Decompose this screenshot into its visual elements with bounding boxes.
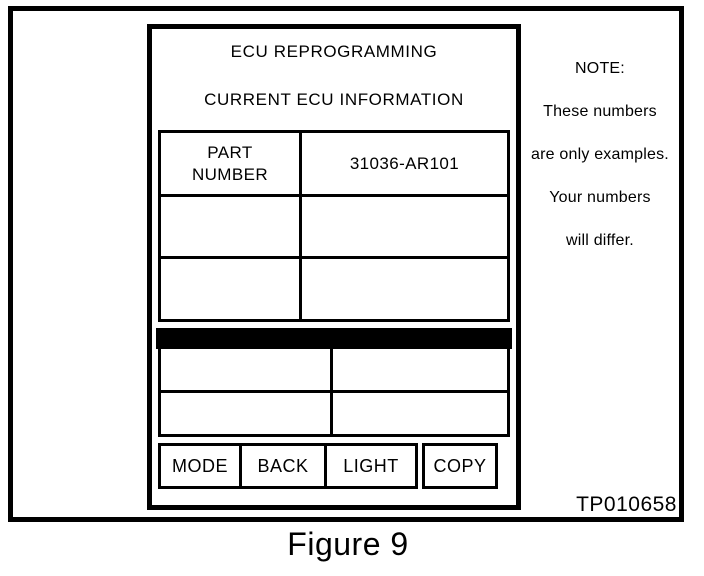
screen-button-row: MODE BACK LIGHT COPY <box>158 443 510 489</box>
figure-frame: ECU REPROGRAMMING CURRENT ECU INFORMATIO… <box>8 6 684 522</box>
note-line: These numbers <box>543 103 657 120</box>
note-line: will differ. <box>566 232 634 249</box>
ecu-reprogramming-screen: ECU REPROGRAMMING CURRENT ECU INFORMATIO… <box>147 24 521 510</box>
empty-cell <box>333 349 507 390</box>
note-heading: NOTE: <box>575 60 625 77</box>
empty-cell <box>161 393 333 434</box>
screen-subtitle: CURRENT ECU INFORMATION <box>204 90 464 109</box>
part-number-value-cell: 31036-AR101 <box>302 133 507 194</box>
table-row <box>161 259 507 319</box>
selection-highlight-bar <box>156 328 512 349</box>
copy-button[interactable]: COPY <box>422 443 498 489</box>
back-button[interactable]: BACK <box>239 443 327 489</box>
empty-cell <box>161 349 333 390</box>
part-number-value: 31036-AR101 <box>349 153 460 173</box>
part-number-label: PART NUMBER <box>191 143 269 184</box>
figure-reference-code: TP010658 <box>576 493 677 516</box>
table-row <box>161 393 507 434</box>
screen-title: ECU REPROGRAMMING <box>230 42 438 61</box>
part-number-label-cell: PART NUMBER <box>161 133 302 194</box>
note-block: NOTE: These numbers are only examples. Y… <box>521 47 679 262</box>
empty-cell <box>302 197 507 256</box>
table-row: PART NUMBER 31036-AR101 <box>161 133 507 197</box>
note-line: Your numbers <box>549 189 651 206</box>
empty-cell <box>333 393 507 434</box>
mode-button[interactable]: MODE <box>158 443 242 489</box>
ecu-info-table: PART NUMBER 31036-AR101 <box>158 130 510 322</box>
lower-info-table <box>158 349 510 437</box>
table-row <box>161 197 507 259</box>
empty-cell <box>161 197 302 256</box>
empty-cell <box>161 259 302 319</box>
note-line: are only examples. <box>531 146 669 163</box>
figure-caption: Figure 9 <box>287 526 409 562</box>
table-row <box>161 349 507 393</box>
empty-cell <box>302 259 507 319</box>
light-button[interactable]: LIGHT <box>324 443 418 489</box>
